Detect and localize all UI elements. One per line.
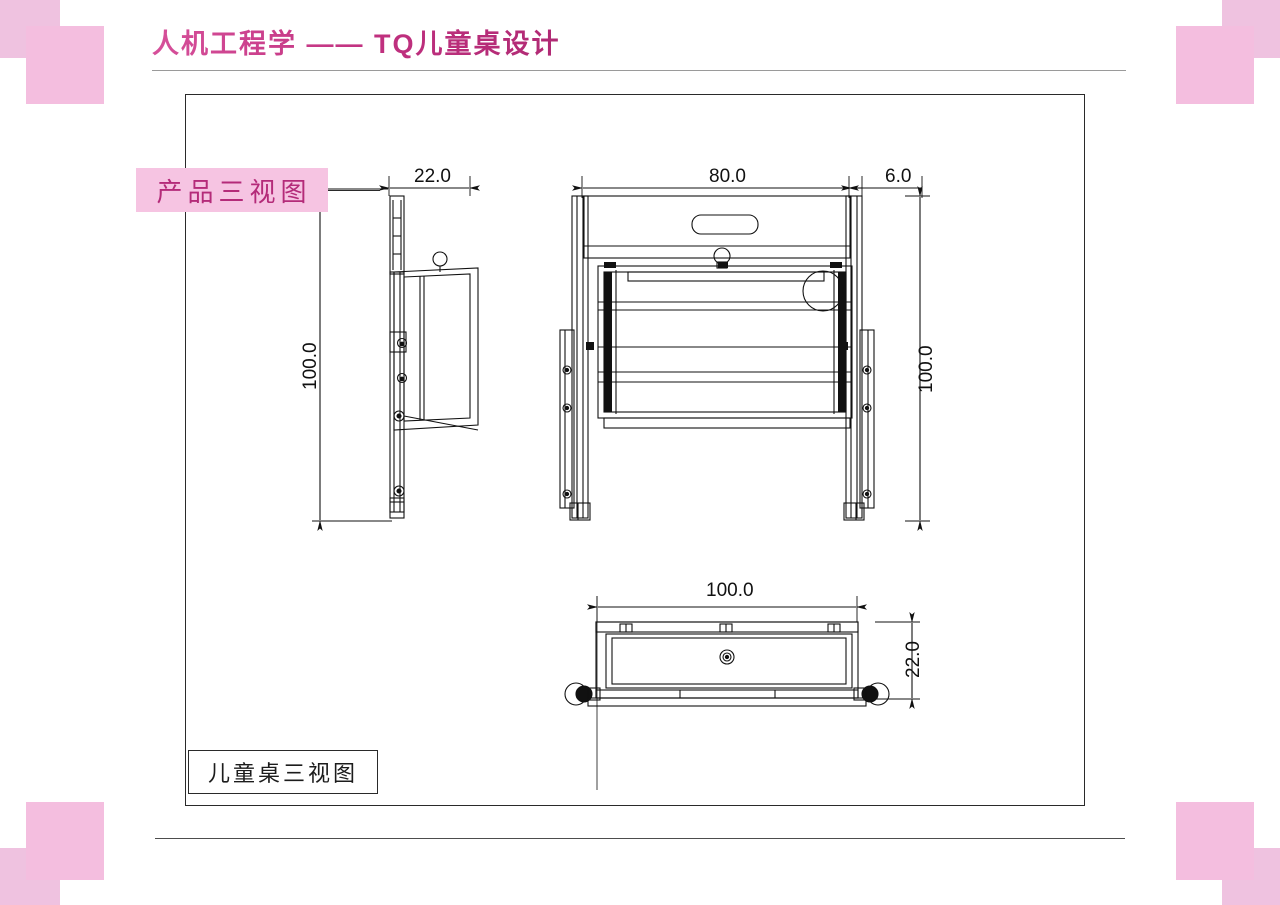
- caption-children-desk-views: 儿童桌三视图: [188, 750, 378, 794]
- slide-header: 人机工程学 —— TQ儿童桌设计: [152, 24, 1126, 74]
- dimension-top-view-width: 100.0: [706, 580, 754, 601]
- dimension-side-view-height: 100.0: [300, 342, 321, 390]
- footer-divider: [155, 838, 1125, 839]
- page-title: 人机工程学 —— TQ儿童桌设计: [152, 24, 561, 64]
- corner-decor-top-left-large: [26, 26, 104, 104]
- header-divider: [152, 70, 1126, 71]
- dimension-top-view-depth: 22.0: [903, 641, 924, 678]
- section-label-product-views: 产品三视图: [136, 168, 328, 212]
- corner-decor-bottom-right-large: [1176, 802, 1254, 880]
- dimension-front-view-width: 80.0: [709, 166, 746, 187]
- dimension-side-view-width: 22.0: [414, 166, 451, 187]
- drawing-frame: [185, 94, 1085, 806]
- section-label-leader-line: [328, 190, 380, 192]
- corner-decor-bottom-left-large: [26, 802, 104, 880]
- dimension-front-view-offset: 6.0: [885, 166, 912, 187]
- corner-decor-top-right-large: [1176, 26, 1254, 104]
- dimension-front-view-height: 100.0: [916, 345, 937, 393]
